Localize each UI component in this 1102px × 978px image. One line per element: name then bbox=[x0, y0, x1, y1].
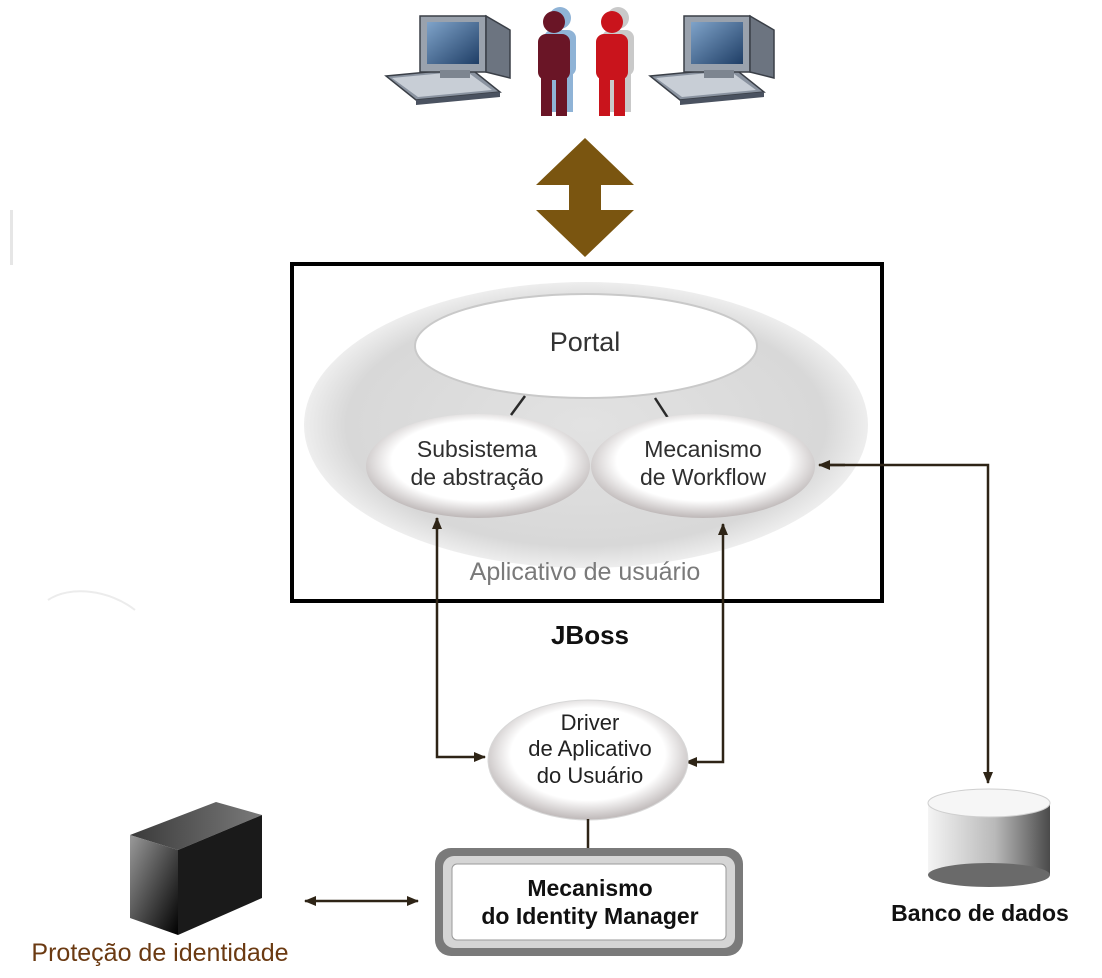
portal-subsystem-connector bbox=[509, 395, 527, 416]
user-icon bbox=[538, 7, 576, 116]
workflow-driver-arrow bbox=[685, 525, 725, 767]
driver-label: Driver de Aplicativo do Usuário bbox=[528, 710, 652, 788]
database-cylinder-icon bbox=[927, 788, 1051, 887]
database-label: Banco de dados bbox=[891, 900, 1069, 926]
workflow-oval bbox=[591, 414, 815, 518]
identity-vault-label: Proteção de identidade bbox=[31, 939, 289, 967]
computer-icon bbox=[648, 14, 775, 105]
jboss-label: JBoss bbox=[550, 620, 630, 650]
subsystem-driver-arrow bbox=[435, 518, 486, 762]
subsystem-label: Subsistema de abstração bbox=[410, 436, 544, 490]
subsystem-oval bbox=[366, 414, 590, 518]
workflow-database-arrow bbox=[830, 463, 993, 784]
bidirectional-arrow-icon bbox=[536, 138, 634, 257]
user-application-label: Aplicativo de usuário bbox=[469, 558, 701, 586]
portal-oval bbox=[414, 293, 758, 399]
workflow-label: Mecanismo de Workflow bbox=[639, 436, 767, 490]
portal-label: Portal bbox=[549, 327, 621, 357]
idm-engine-box bbox=[451, 863, 727, 941]
idm-engine-label: Mecanismo do Identity Manager bbox=[481, 875, 699, 929]
user-icon bbox=[596, 7, 634, 116]
portal-workflow-connector bbox=[653, 397, 670, 419]
vault-cube-icon bbox=[130, 802, 262, 935]
faint-curve bbox=[47, 590, 136, 611]
edge-mark bbox=[10, 210, 13, 265]
computer-icon bbox=[384, 14, 511, 105]
